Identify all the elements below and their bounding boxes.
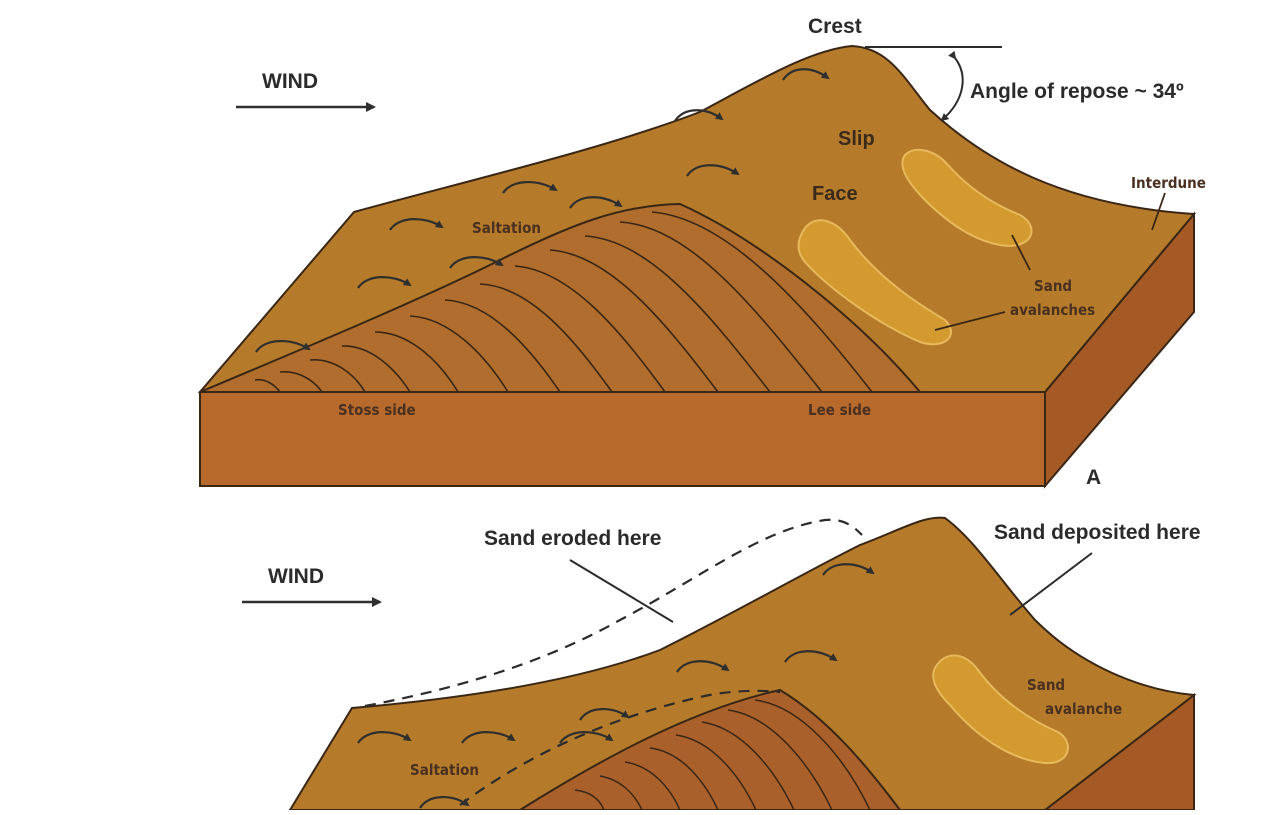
sand-avalanche-a2 <box>901 148 1033 248</box>
angle-of-repose-arc <box>940 50 964 122</box>
angle-of-repose-label: Angle of repose ~ 34º <box>970 80 1184 103</box>
saltation-arrow <box>674 109 724 122</box>
saltation-arrow <box>569 196 623 209</box>
saltation-arrow <box>357 731 412 744</box>
wind-label-b: WIND <box>268 565 324 588</box>
dune-a-strata-lines <box>254 211 873 393</box>
avalanche-leader-1 <box>1011 234 1031 271</box>
sand-avalanches-label-line2: avalanches <box>1010 301 1095 319</box>
panel-letter-a: A <box>1086 466 1101 489</box>
dune-b-strata-lines <box>574 699 871 811</box>
diagram-b: WIND Sand eroded here Sand deposited her… <box>242 516 1201 811</box>
saltation-arrow <box>686 164 740 177</box>
eroded-leader <box>569 559 674 623</box>
saltation-label-b: Saltation <box>410 761 479 779</box>
saltation-arrow <box>822 563 875 576</box>
interdune-label: Interdune <box>1131 174 1206 192</box>
saltation-arrow <box>461 731 516 744</box>
face-label: Face <box>812 183 858 205</box>
sand-avalanche-label-line2: avalanche <box>1045 700 1122 718</box>
sand-deposited-label: Sand deposited here <box>994 521 1201 544</box>
saltation-arrow <box>559 731 614 744</box>
avalanche-leader-2 <box>934 311 1006 331</box>
previous-dune-profile <box>364 518 863 708</box>
saltation-label-a: Saltation <box>472 219 541 237</box>
saltation-arrow <box>579 708 630 721</box>
sand-eroded-label: Sand eroded here <box>484 527 661 550</box>
saltation-arrows-b <box>357 563 875 809</box>
stoss-side-label: Stoss side <box>338 401 416 419</box>
saltation-arrow <box>449 256 504 269</box>
saltation-arrow <box>419 796 470 809</box>
saltation-arrow <box>357 276 412 289</box>
crest-label: Crest <box>808 15 862 38</box>
interdune-leader <box>1151 192 1166 231</box>
saltation-arrow <box>676 660 730 673</box>
sand-avalanches-label-line1: Sand <box>1034 277 1072 295</box>
saltation-arrow <box>255 340 311 353</box>
saltation-arrow <box>782 68 830 81</box>
sand-avalanche-a1 <box>797 219 952 346</box>
lee-side-label: Lee side <box>808 401 871 419</box>
saltation-arrow <box>389 218 444 231</box>
wind-label-a: WIND <box>262 70 318 93</box>
saltation-arrows-a <box>255 68 830 353</box>
previous-dune-profile-lower <box>459 689 781 806</box>
sand-avalanche-b <box>932 654 1069 765</box>
saltation-arrow <box>784 650 838 663</box>
dune-b-surface <box>288 516 1197 811</box>
saltation-arrow <box>502 181 558 194</box>
diagram-a: WIND Crest Angle of repose ~ 34º Slip Fa… <box>197 15 1206 489</box>
sand-avalanche-label-line1: Sand <box>1027 676 1065 694</box>
slip-label: Slip <box>838 128 875 150</box>
deposited-leader <box>1009 552 1093 616</box>
block-a-front-face <box>199 391 1046 487</box>
